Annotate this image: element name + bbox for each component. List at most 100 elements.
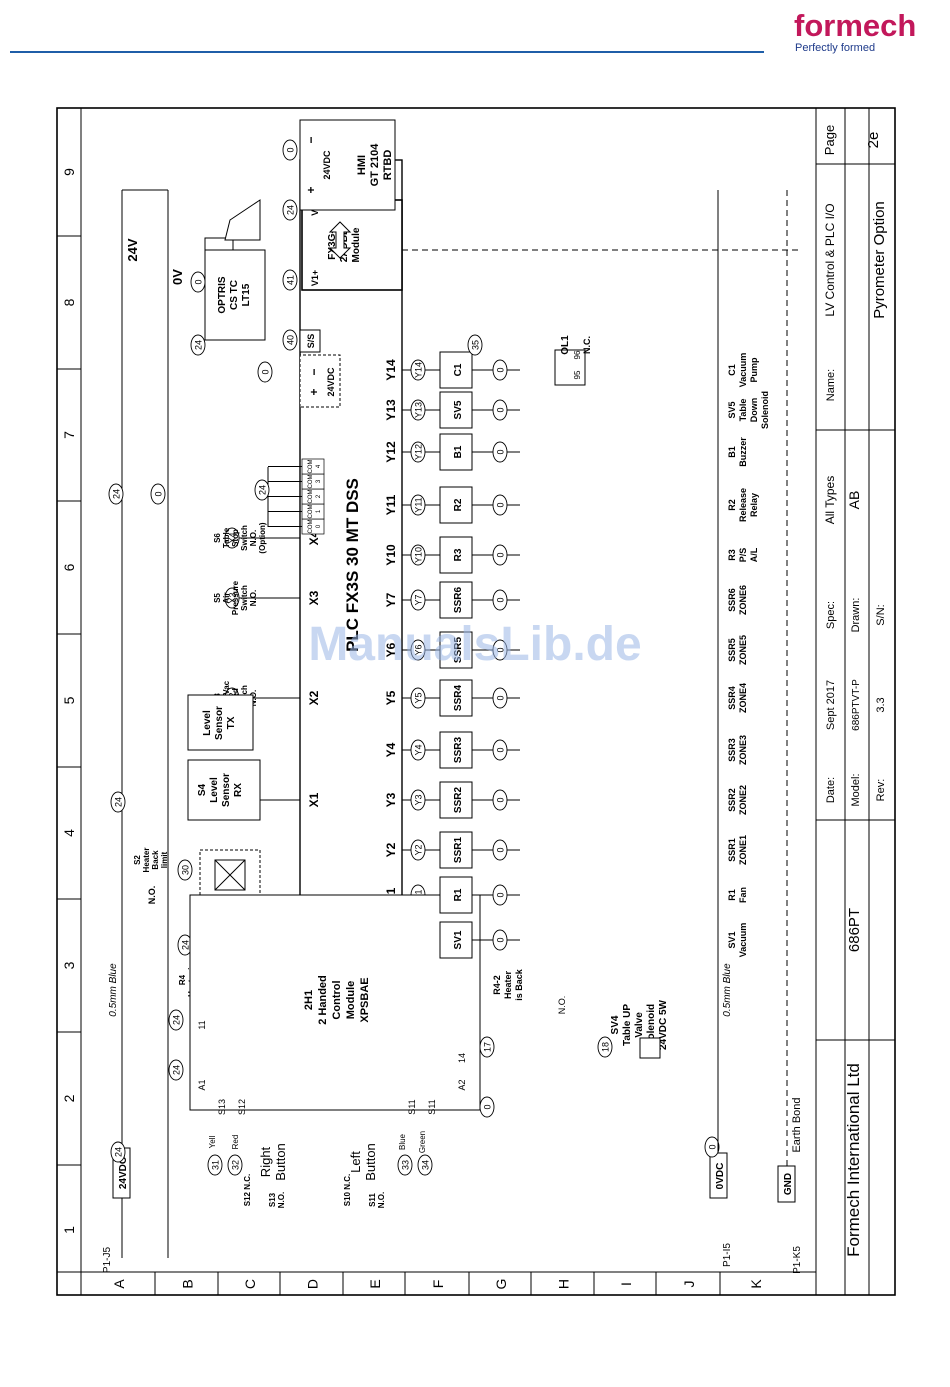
rail-0v-label: 0V [170, 269, 185, 285]
column-label: 1 [61, 1226, 77, 1234]
s2-no: N.O. [147, 886, 157, 905]
row-label: G [493, 1279, 509, 1290]
output-r2-label: Relay [749, 493, 759, 517]
supply-gnd-label: GND [783, 1173, 794, 1195]
ol1-35-tag: 35 [471, 340, 481, 350]
output-0-tag-ring [492, 589, 508, 611]
s5-label: S5 [213, 593, 222, 603]
two-hand-name: 2H1 [303, 990, 315, 1010]
th-24b-tag-ring [168, 1009, 184, 1031]
output-b1-label: B1 [727, 446, 737, 458]
hmi-name: GT 2104 [369, 143, 381, 187]
row-label: E [367, 1279, 383, 1288]
output-0-tag-ring [492, 441, 508, 463]
watermark: ManualsLib.de [308, 618, 641, 671]
hmi-24-tag-ring [282, 199, 298, 221]
fx3g-name: FX3G- [327, 230, 338, 259]
com-label: COM [308, 520, 314, 534]
p1i5-label: P1-I5 [722, 1243, 733, 1267]
th-17-tag-ring [479, 1036, 495, 1058]
supply-0-tag-ring [704, 1136, 720, 1158]
th-pin-s11b: S11 [427, 1099, 437, 1114]
s6-label: (Option) [258, 522, 267, 553]
th-pin-s12: S12 [237, 1099, 247, 1115]
output-tag-y14: Y14 [414, 362, 424, 378]
sv4-label: Table UP [622, 1004, 633, 1046]
p1k5-label: P1-K5 [792, 1246, 803, 1274]
s11-label: N.O. [377, 1192, 386, 1208]
tb-model-label: Model: [850, 773, 862, 806]
output-0-tag: 0 [496, 937, 506, 942]
plc-input-x3: X3 [307, 590, 321, 605]
output-ssr3-label: SSR3 [727, 738, 737, 762]
output-0-tag: 0 [496, 847, 506, 852]
comm-arrow [328, 221, 352, 259]
hmi-0-tag: 0 [286, 147, 296, 152]
s5-label: Pressure [231, 580, 240, 615]
sv4-18-tag: 18 [601, 1042, 611, 1052]
left-button-label: Left [348, 1151, 363, 1173]
output-sv1-label: Vacuum [738, 923, 748, 958]
th-pin-a1: A1 [197, 1079, 207, 1090]
optris-24-tag: 24 [194, 340, 204, 350]
fx3g-name: Module [351, 227, 362, 262]
s2-30-tag: 30 [181, 865, 191, 875]
output-tag-y4: Y4 [414, 744, 424, 755]
hmi-plus: + [304, 186, 318, 193]
column-label: 7 [61, 431, 77, 439]
com-24-tag-ring [254, 479, 270, 501]
s13-label: S13 [268, 1192, 277, 1207]
th-17-tag: 17 [483, 1042, 493, 1052]
header-rule [10, 51, 764, 53]
output-sv1-name: SV1 [453, 930, 464, 949]
supply-24-tag-ring [110, 1141, 126, 1163]
output-0-tag: 0 [496, 552, 506, 557]
two-hand-name: Control [331, 980, 343, 1019]
output-0-tag-ring [492, 399, 508, 421]
row-label: H [556, 1279, 572, 1289]
btn-33-tag: 33 [401, 1160, 411, 1170]
optris-0-tag: 0 [194, 279, 204, 284]
plc-output-y11: Y11 [384, 494, 398, 515]
sv4-label: Solenoid [646, 1004, 657, 1046]
th-pin-a2: A2 [457, 1079, 467, 1090]
tx-label: Sensor [214, 706, 225, 740]
output-0-tag: 0 [496, 367, 506, 372]
input-tag-x4-ring [224, 527, 240, 549]
wiring-diagram: 24V0V24024P1-J524VDC24P1-I50VDC0P1-K5GND… [102, 119, 803, 1274]
r42-label: Heater [503, 970, 513, 999]
output-ssr6-label: SSR6 [727, 588, 737, 612]
output-0-tag-ring [492, 929, 508, 951]
rail-0-tag-ring [150, 483, 166, 505]
r4-coil-cross [214, 859, 246, 891]
column-label: 9 [61, 168, 77, 176]
tb-date-value: Sept 2017 [825, 680, 837, 730]
output-tag-y7-ring [410, 589, 426, 611]
output-0-tag: 0 [496, 502, 506, 507]
rail-0-tag: 0 [154, 491, 164, 496]
th-24-tag-ring [168, 1059, 184, 1081]
s2-label: Heater [142, 848, 151, 873]
sv4-label: 24VDC 5W [658, 999, 669, 1050]
output-0-tag-ring [492, 494, 508, 516]
r42-no: N.O. [557, 996, 567, 1015]
tb-model-name: 686PT [846, 908, 863, 952]
left-button-label: Button [363, 1143, 378, 1181]
output-sv5-label: Solenoid [760, 391, 770, 429]
fx3g-41-tag: 41 [286, 275, 296, 285]
plc-title: PLC FX3S 30 MT DSS [343, 478, 362, 652]
output-ssr3-label: ZONE3 [738, 735, 748, 765]
plc-output-y2: Y2 [384, 842, 398, 857]
tb-date-label: Date: [825, 777, 837, 803]
earth-bond-label: Earth Bond [791, 1097, 803, 1152]
formech-logo: formech Perfectly formed [790, 8, 940, 58]
optris-0-tag-ring [190, 271, 206, 293]
output-0-tag: 0 [496, 597, 506, 602]
output-tag-y10: Y10 [414, 547, 424, 563]
output-tag-y6: Y6 [414, 644, 424, 655]
s4-label: Sensor [221, 773, 232, 807]
ol1-35-tag-ring [467, 334, 483, 356]
output-0-tag-ring [492, 544, 508, 566]
optris-box [204, 249, 266, 341]
